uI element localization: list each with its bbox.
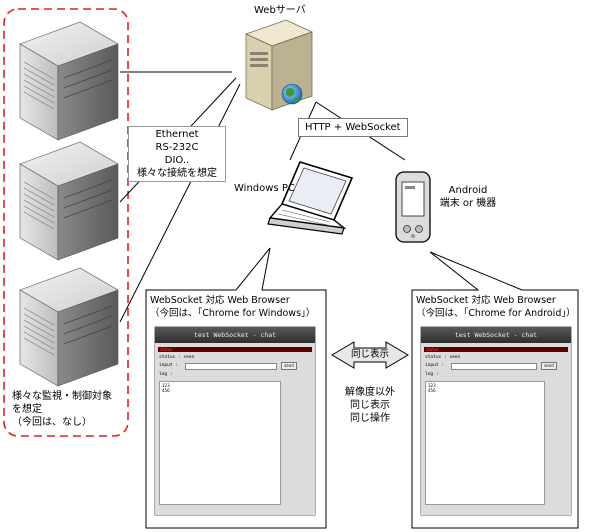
- right-chat-send-button[interactable]: send: [541, 362, 557, 370]
- targets-frame: [3, 8, 129, 437]
- note-line3: 同じ操作: [350, 413, 390, 424]
- target-server-3: [19, 267, 119, 387]
- connection-type-ethernet: Ethernet: [155, 129, 199, 140]
- left-chat-log-line2: 456: [162, 388, 170, 393]
- left-chat-title: test WebSocket - chat: [155, 327, 315, 343]
- connection-type-note: 様々な接続を想定: [137, 168, 217, 179]
- android-label-line2: 端末 or 機器: [439, 198, 497, 209]
- left-chat-status: status : seen: [159, 355, 195, 360]
- right-chat-log-line1: 123: [428, 383, 436, 388]
- left-chat-window: test WebSocket - chat status status : se…: [155, 327, 315, 515]
- right-chat-body: status status : seen input : send log : …: [421, 343, 571, 515]
- right-chat-window: test WebSocket - chat status status : se…: [421, 327, 571, 515]
- right-chat-input[interactable]: [451, 363, 537, 370]
- target-server-1: [19, 21, 119, 141]
- left-chat-log: 123 456: [159, 381, 281, 505]
- left-chat-input-label: input :: [159, 363, 178, 368]
- note-line2: 同じ表示: [350, 400, 390, 411]
- same-display-label: 同じ表示: [350, 349, 389, 360]
- left-chat-log-label: log :: [159, 372, 173, 377]
- left-browser-line1: WebSocket 対応 Web Browser: [150, 295, 290, 306]
- left-chat-status-bar: status: [158, 347, 312, 352]
- connection-type-rs232c: RS-232C: [155, 142, 199, 153]
- right-chat-log: 123 456: [425, 381, 545, 505]
- left-browser-line2: （今回は、「Chrome for Windows」）: [150, 308, 316, 319]
- left-browser-title: WebSocket 対応 Web Browser （今回は、「Chrome fo…: [150, 294, 315, 320]
- web-server-icon: [245, 19, 313, 111]
- target-server-2: [19, 141, 119, 261]
- android-device-icon: [395, 171, 431, 243]
- right-chat-log-line2: 456: [428, 388, 436, 393]
- right-browser-line1: WebSocket 対応 Web Browser: [416, 295, 556, 306]
- targets-line3: （今回は、なし）: [12, 417, 92, 428]
- targets-line2: を想定: [12, 404, 42, 415]
- differences-note: 解像度以外 同じ表示 同じ操作: [328, 386, 412, 425]
- protocol-label: HTTP + WebSocket: [298, 118, 408, 137]
- connection-types: Ethernet RS-232C DIO.. 様々な接続を想定: [128, 126, 226, 182]
- note-line1: 解像度以外: [345, 387, 395, 398]
- left-chat-log-line1: 123: [162, 383, 170, 388]
- left-chat-input[interactable]: [185, 363, 277, 370]
- targets-description: 様々な監視・制御対象 を想定 （今回は、なし）: [12, 390, 112, 429]
- targets-line1: 様々な監視・制御対象: [12, 391, 112, 402]
- right-browser-line2: （今回は、「Chrome for Android」）: [416, 308, 576, 319]
- android-label-line1: Android: [448, 185, 488, 196]
- right-chat-input-label: input :: [425, 363, 444, 368]
- right-browser-title: WebSocket 対応 Web Browser （今回は、「Chrome fo…: [416, 294, 576, 320]
- left-chat-send-button[interactable]: send: [281, 362, 297, 370]
- right-chat-log-label: log :: [425, 372, 439, 377]
- right-chat-title: test WebSocket - chat: [421, 327, 571, 343]
- right-chat-status: status : seen: [425, 355, 461, 360]
- right-chat-status-bar: status: [424, 347, 568, 352]
- connection-type-dio: DIO..: [164, 155, 190, 166]
- web-server-label: Webサーバ: [254, 5, 306, 16]
- laptop-icon: [267, 161, 354, 235]
- left-chat-body: status status : seen input : send log : …: [155, 343, 315, 515]
- windows-pc-label: Windows PC: [234, 183, 295, 194]
- android-label: Android 端末 or 機器: [428, 184, 508, 210]
- same-display-arrow: [331, 341, 409, 369]
